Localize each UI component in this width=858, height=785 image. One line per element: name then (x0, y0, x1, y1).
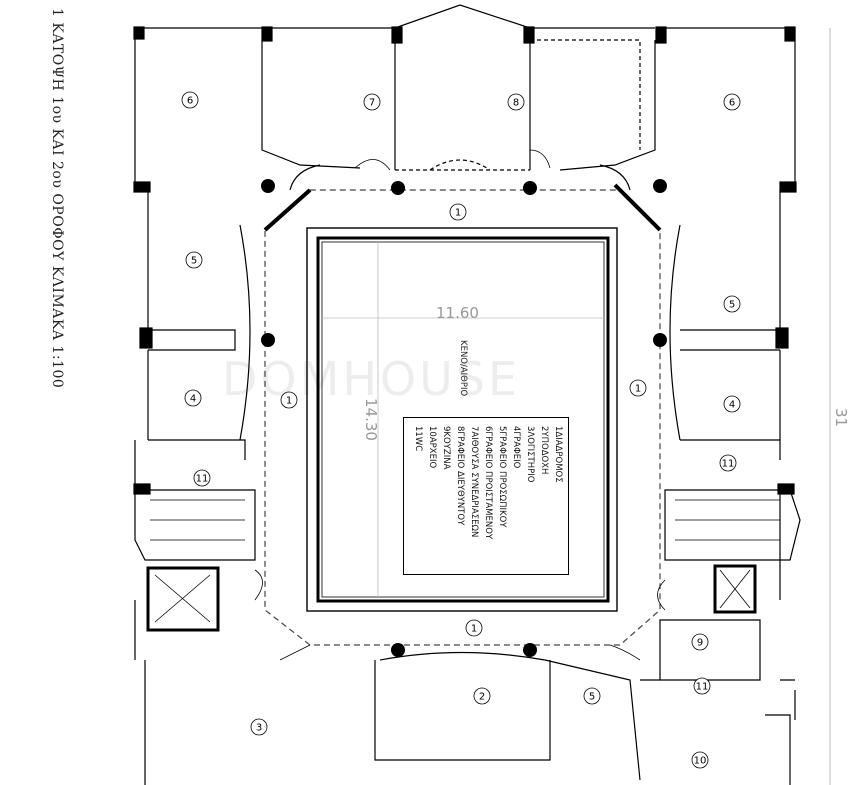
room-tag: 6 (187, 96, 193, 107)
legend-item: 9ΚΟΥΖΙΝΑ (438, 426, 452, 566)
drawing-title: 1 ΚΑΤΟΨΗ 1ου ΚΑΙ 2ου ΟΡΟΦΟΥ ΚΛΙΜΑΚΑ 1:10… (49, 8, 65, 389)
room-tag: 7 (369, 98, 375, 109)
room-tag: 5 (729, 300, 735, 311)
room-tag-circle (629, 379, 647, 397)
outer-wall-left (134, 28, 149, 785)
room-tag: 1 (635, 384, 641, 395)
room-tag: 6 (729, 98, 735, 109)
room-tag-circle (723, 295, 741, 313)
legend-label: ΛΟΓΙΣΤΗΡΙΟ (525, 431, 535, 483)
legend-label: ΥΠΟΔΟΧΗ (539, 431, 549, 475)
legend-item: 3ΛΟΓΙΣΤΗΡΙΟ (522, 426, 536, 566)
room-tag: 11 (196, 474, 209, 485)
legend-label: WC (413, 436, 423, 452)
room-tag: 11 (696, 682, 709, 693)
room-tag-circle (723, 395, 741, 413)
legend-number: 11 (413, 426, 423, 437)
stair-left (134, 489, 256, 561)
legend-number: 5 (497, 426, 507, 432)
room-tag: 4 (190, 394, 196, 405)
lift-right (713, 564, 757, 614)
legend-item: 1ΔΙΑΔΡΟΜΟΣ (550, 426, 564, 566)
legend-number: 6 (483, 426, 493, 432)
room-tag: 11 (722, 459, 735, 470)
room-tag-circle (719, 454, 737, 472)
room-tag: 1 (286, 396, 292, 407)
stair-right (664, 489, 801, 561)
legend-item: 7ΑΙΘΟΥΣΑ ΣΥΝΕΔΡΙΑΣΕΩΝ (466, 426, 480, 566)
legend-label: ΚΟΥΖΙΝΑ (441, 431, 451, 470)
room-tag: 9 (697, 638, 703, 649)
room-tag-circle (691, 751, 709, 769)
room-tag-circle (473, 687, 491, 705)
room-tag-circle (449, 203, 467, 221)
room-tag-circle (723, 93, 741, 111)
dimension-depth: 14.30 (362, 398, 380, 441)
legend-number: 1 (553, 426, 563, 432)
void-label: ΚΕΝΟ/ΑΙΘΡΙΟ (458, 340, 468, 397)
lift-left (146, 566, 220, 632)
watermark: DOMHOUSE (222, 352, 521, 406)
room-tag: 1 (471, 624, 477, 635)
legend-label: ΓΡΑΦΕΙΟ ΔΙΕΥΘΥΝΤΟΥ (455, 431, 465, 526)
room-tag: 3 (256, 723, 262, 734)
corridor-ring (264, 189, 661, 646)
room-tag-circle (693, 677, 711, 695)
room-tag-circle (583, 687, 601, 705)
dimension-overall: 31 (832, 408, 850, 428)
legend-label: ΑΙΘΟΥΣΑ ΣΥΝΕΔΡΙΑΣΕΩΝ (469, 431, 479, 538)
room-tag: 4 (729, 400, 735, 411)
legend-number: 10 (427, 426, 437, 437)
legend-label: ΔΙΑΔΡΟΜΟΣ (553, 431, 563, 483)
room-tag: 5 (191, 256, 197, 267)
room-tag-circle (184, 389, 202, 407)
legend-label: ΑΡΧΕΙΟ (427, 436, 437, 469)
legend-label: ΓΡΑΦΕΙΟ ΠΡΟΣΩΠΙΚΟΥ (497, 431, 507, 528)
legend-number: 2 (539, 426, 549, 432)
legend-number: 3 (525, 426, 535, 432)
legend-item: 10ΑΡΧΕΙΟ (424, 426, 438, 566)
legend-number: 9 (441, 426, 451, 432)
room-tag-circle (691, 633, 709, 651)
legend-item: 11WC (410, 426, 424, 566)
room-tag-circle (250, 718, 268, 736)
room-tag-circle (507, 93, 525, 111)
legend-number: 7 (469, 426, 479, 432)
legend-item: 2ΥΠΟΔΟΧΗ (536, 426, 550, 566)
room-tag-circle (185, 251, 203, 269)
room-tag: 8 (513, 98, 519, 109)
room-tag: 10 (694, 756, 707, 767)
legend-item: 5ΓΡΑΦΕΙΟ ΠΡΟΣΩΠΙΚΟΥ (494, 426, 508, 566)
room-tag: 1 (455, 208, 461, 219)
room-tag: 2 (479, 692, 485, 703)
legend-number: 4 (511, 426, 521, 432)
room-tag-circle (363, 93, 381, 111)
legend-number: 8 (455, 426, 465, 432)
legend-item: 4ΓΡΑΦΕΙΟ (508, 426, 522, 566)
room-tag-circle (181, 91, 199, 109)
dimension-width: 11.60 (436, 304, 479, 322)
room-tag-circle (193, 469, 211, 487)
legend-item: 6ΓΡΑΦΕΙΟ ΠΡΟΙΣΤΑΜΕΝΟΥ (480, 426, 494, 566)
room-tag-circle (280, 391, 298, 409)
legend-label: ΓΡΑΦΕΙΟ ΠΡΟΙΣΤΑΜΕΝΟΥ (483, 431, 493, 540)
legend-item: 8ΓΡΑΦΕΙΟ ΔΙΕΥΘΥΝΤΟΥ (452, 426, 466, 566)
atrium-inner (316, 236, 610, 603)
room-tag-circle (465, 619, 483, 637)
room-tag: 5 (589, 692, 595, 703)
atrium-outer (306, 227, 618, 612)
legend-label: ΓΡΑΦΕΙΟ (511, 431, 521, 469)
